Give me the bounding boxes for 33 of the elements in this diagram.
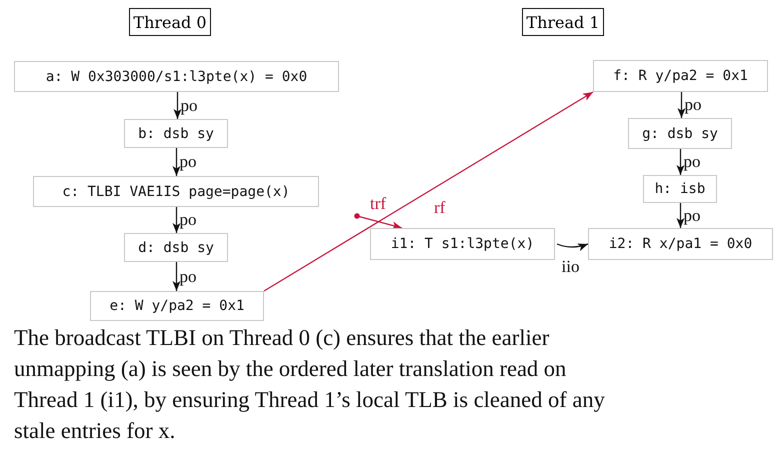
arrow [678, 92, 686, 118]
edge-label: po [684, 206, 700, 224]
event-box: c: TLBI VAE1IS page=page(x) [33, 176, 319, 207]
arrow [556, 243, 588, 251]
arrow [676, 149, 684, 175]
event-box: b: dsb sy [124, 119, 228, 148]
arrow [174, 92, 182, 119]
event-box: i2: R x/pa1 = 0x0 [588, 228, 773, 260]
event-box: f: R y/pa2 = 0x1 [593, 60, 768, 92]
thread-heading-box: Thread 1 [522, 8, 604, 36]
edge-label: po [180, 211, 196, 228]
edge-label: po [180, 268, 196, 284]
event-box: a: W 0x303000/s1:l3pte(x) = 0x0 [14, 61, 339, 92]
arrow [354, 213, 402, 230]
arrow [676, 203, 684, 228]
edge-label: iio [562, 258, 580, 275]
edge-label: rf [434, 199, 446, 216]
arrow [264, 91, 594, 292]
edge-label: trf [370, 195, 386, 212]
caption: The broadcast TLBI on Thread 0 (c) ensures that the earlier unmapping (a) is seen by the ordered later translation read on Thread 1 (i1), by ensuring Thread 1’s local TLB is cleaned of any stale entries for x. [14, 324, 606, 445]
event-box: i1: T s1:l3pte(x) [370, 228, 555, 260]
edge-label: po [180, 153, 196, 170]
edge-label: po [684, 153, 700, 170]
event-box: g: dsb sy [628, 118, 732, 149]
arrow [172, 262, 180, 291]
edge-label: po [684, 96, 702, 113]
event-box: d: dsb sy [124, 233, 228, 262]
edge-label: po [180, 96, 198, 114]
arrow [172, 148, 180, 176]
event-box: h: isb [643, 175, 717, 203]
arrow [172, 207, 180, 233]
thread-heading-box: Thread 0 [129, 8, 211, 36]
event-box: e: W y/pa2 = 0x1 [90, 291, 264, 321]
